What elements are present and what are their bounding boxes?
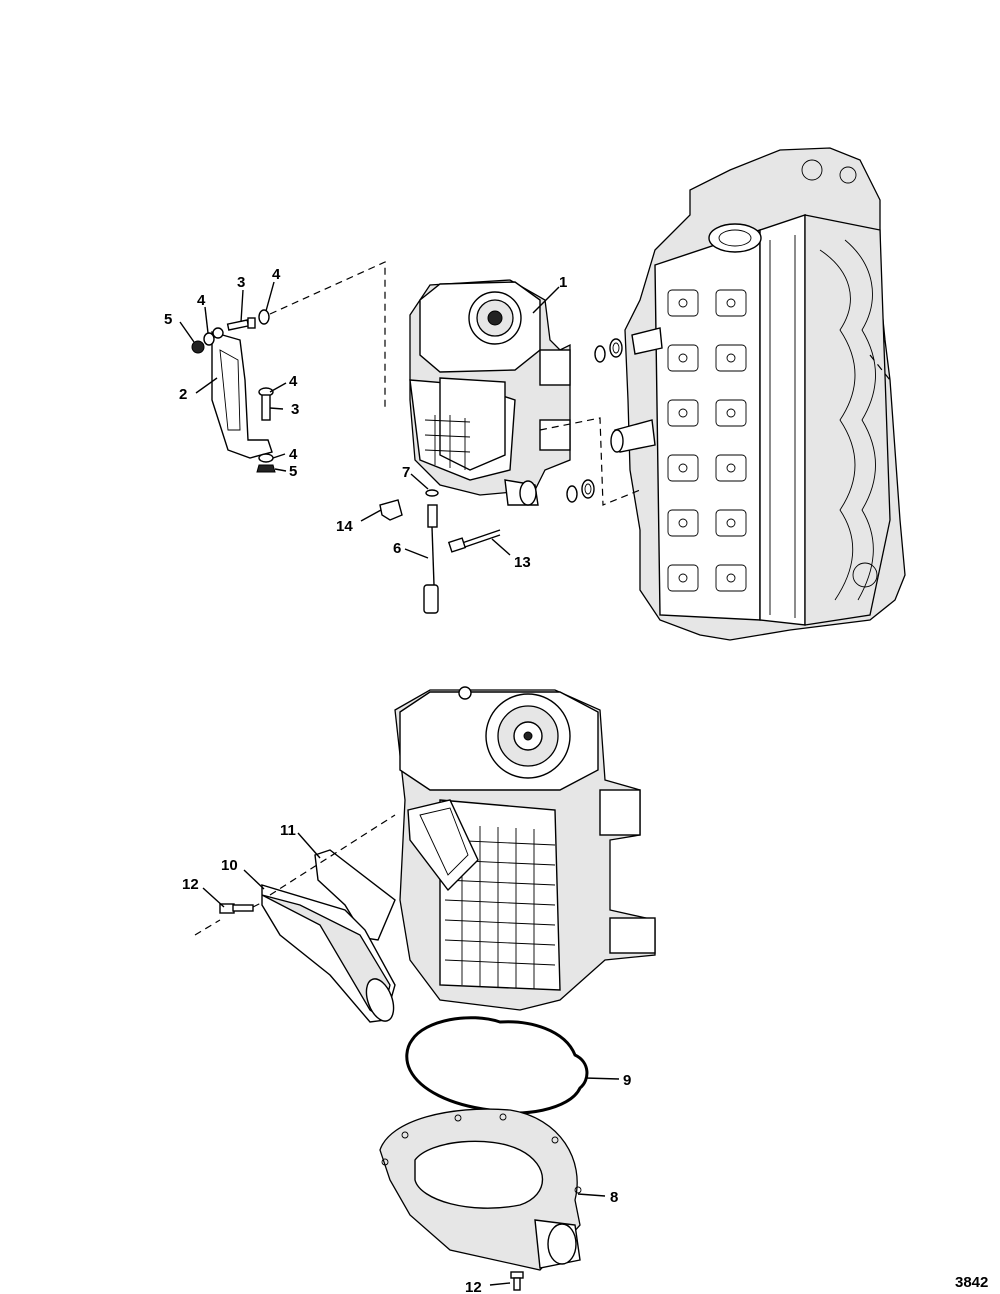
bolt-plate [510, 1271, 524, 1291]
engine-block [610, 147, 906, 641]
gasket-small [314, 849, 396, 941]
callout-3-upper: 3 [237, 274, 245, 291]
leader-lines [179, 281, 620, 1286]
washer-lower [258, 453, 274, 463]
callout-14: 14 [336, 518, 353, 535]
clip [379, 499, 403, 521]
supercharger-lower [394, 686, 656, 1011]
bolt [447, 529, 501, 553]
callout-12-upper: 12 [182, 876, 199, 893]
callout-10: 10 [221, 857, 238, 874]
assembly-guide-lines-top [269, 261, 891, 506]
callout-6: 6 [393, 540, 401, 557]
o-ring-pair-upper [594, 338, 623, 363]
bolt-elbow [219, 903, 254, 914]
o-ring-sensor [425, 489, 439, 497]
callout-4-bottom: 4 [289, 446, 298, 463]
callout-9: 9 [623, 1072, 631, 1089]
callout-1: 1 [559, 274, 567, 291]
callout-12-lower: 12 [465, 1279, 482, 1294]
callout-5-upper: 5 [164, 311, 172, 328]
callout-4-lower: 4 [289, 373, 298, 390]
o-ring-pair-lower [566, 479, 595, 503]
supercharger-upper [409, 279, 571, 506]
stud-lower [258, 387, 274, 421]
callout-labels: 1 2 3 4 4 5 4 3 4 5 7 14 6 13 11 10 12 9… [164, 266, 988, 1294]
callout-5-lower: 5 [289, 463, 297, 480]
washer-upper [258, 309, 270, 325]
callout-13: 13 [514, 554, 531, 571]
nut-lower [256, 464, 276, 473]
nut-upper [191, 340, 205, 354]
assembly-guide-lines-bottom [194, 814, 396, 936]
seal-ring [405, 1016, 589, 1115]
sensor [423, 504, 439, 614]
figure-number: 3842 [955, 1274, 988, 1291]
bracket [211, 327, 273, 459]
washer-bracket [203, 332, 215, 346]
adapter-plate [379, 1108, 582, 1271]
callout-3-lower: 3 [291, 401, 299, 418]
callout-11: 11 [280, 822, 296, 839]
callout-4-bracket: 4 [197, 292, 206, 309]
outlet-elbow [261, 884, 396, 1023]
callout-7: 7 [402, 464, 410, 481]
callout-4-upper: 4 [272, 266, 281, 283]
callout-8: 8 [610, 1189, 618, 1206]
stud-upper [226, 317, 256, 331]
callout-2: 2 [179, 386, 187, 403]
